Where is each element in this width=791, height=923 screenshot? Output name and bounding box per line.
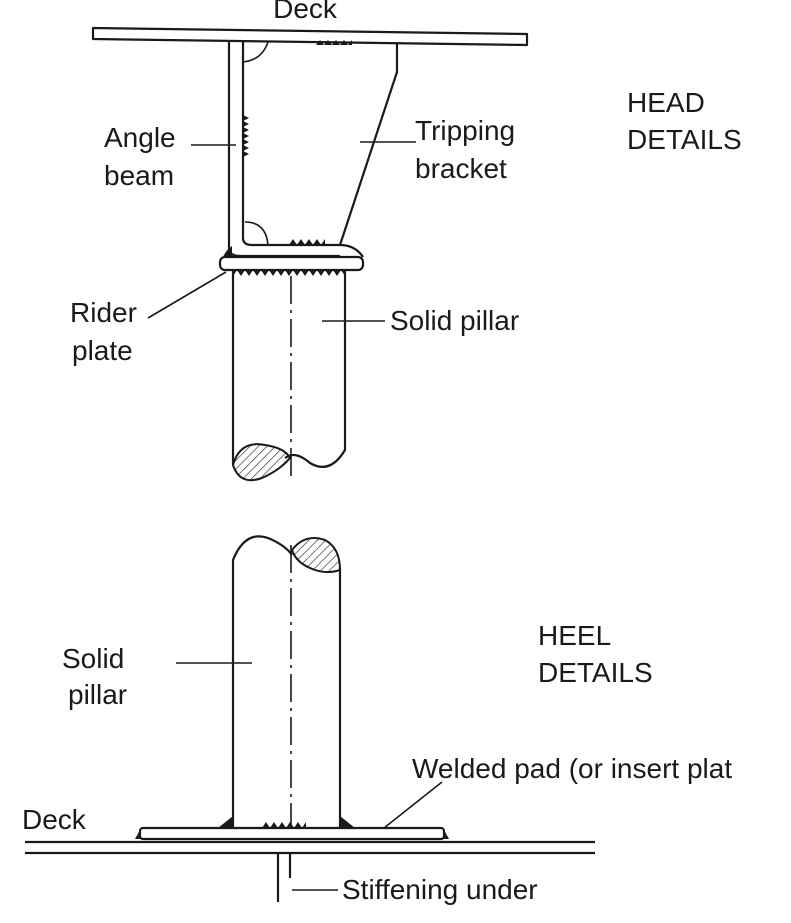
heel-detail: HEEL DETAILS Solid pillar Welded pad (or… <box>22 535 732 905</box>
tripping-bracket-label-2: bracket <box>415 153 507 184</box>
head-details-title: HEAD <box>627 87 705 118</box>
solid-pillar-label-head: Solid pillar <box>390 305 519 336</box>
beam-bracket-fillets <box>242 41 269 246</box>
weld-marks <box>223 40 352 276</box>
solid-pillar-upper <box>231 270 347 468</box>
heel-details-title: HEEL <box>538 620 611 651</box>
angle-beam-label: Angle <box>104 122 176 153</box>
leader-lines-head <box>147 141 416 322</box>
weld-marks-heel <box>135 816 449 839</box>
solid-pillar-label-heel: Solid <box>62 643 124 674</box>
welded-pad <box>138 826 446 841</box>
welded-pad-label: Welded pad (or insert plat <box>412 753 732 784</box>
tripping-bracket-label: Tripping <box>415 115 515 146</box>
leader-lines-heel <box>176 662 443 891</box>
lower-deck-label: Deck <box>22 804 87 835</box>
pillar-section-hatch-lower <box>290 537 342 574</box>
upper-deck-plate <box>91 26 529 47</box>
pillar-section-hatch <box>231 443 292 482</box>
head-detail: Deck HEAD DETAILS Angle beam Tripping br… <box>70 0 742 482</box>
rider-plate-label-2: plate <box>72 335 133 366</box>
rider-plate-label: Rider <box>70 297 137 328</box>
tripping-bracket <box>338 43 399 258</box>
rider-plate <box>218 255 365 272</box>
head-details-title-2: DETAILS <box>627 124 742 155</box>
upper-deck-label: Deck <box>273 0 338 24</box>
stiffening-label: Stiffening under <box>342 874 538 905</box>
solid-pillar-label-heel-2: pillar <box>68 679 127 710</box>
angle-beam-label-2: beam <box>104 160 174 191</box>
solid-pillar-lower <box>231 535 342 828</box>
heel-details-title-2: DETAILS <box>538 657 653 688</box>
